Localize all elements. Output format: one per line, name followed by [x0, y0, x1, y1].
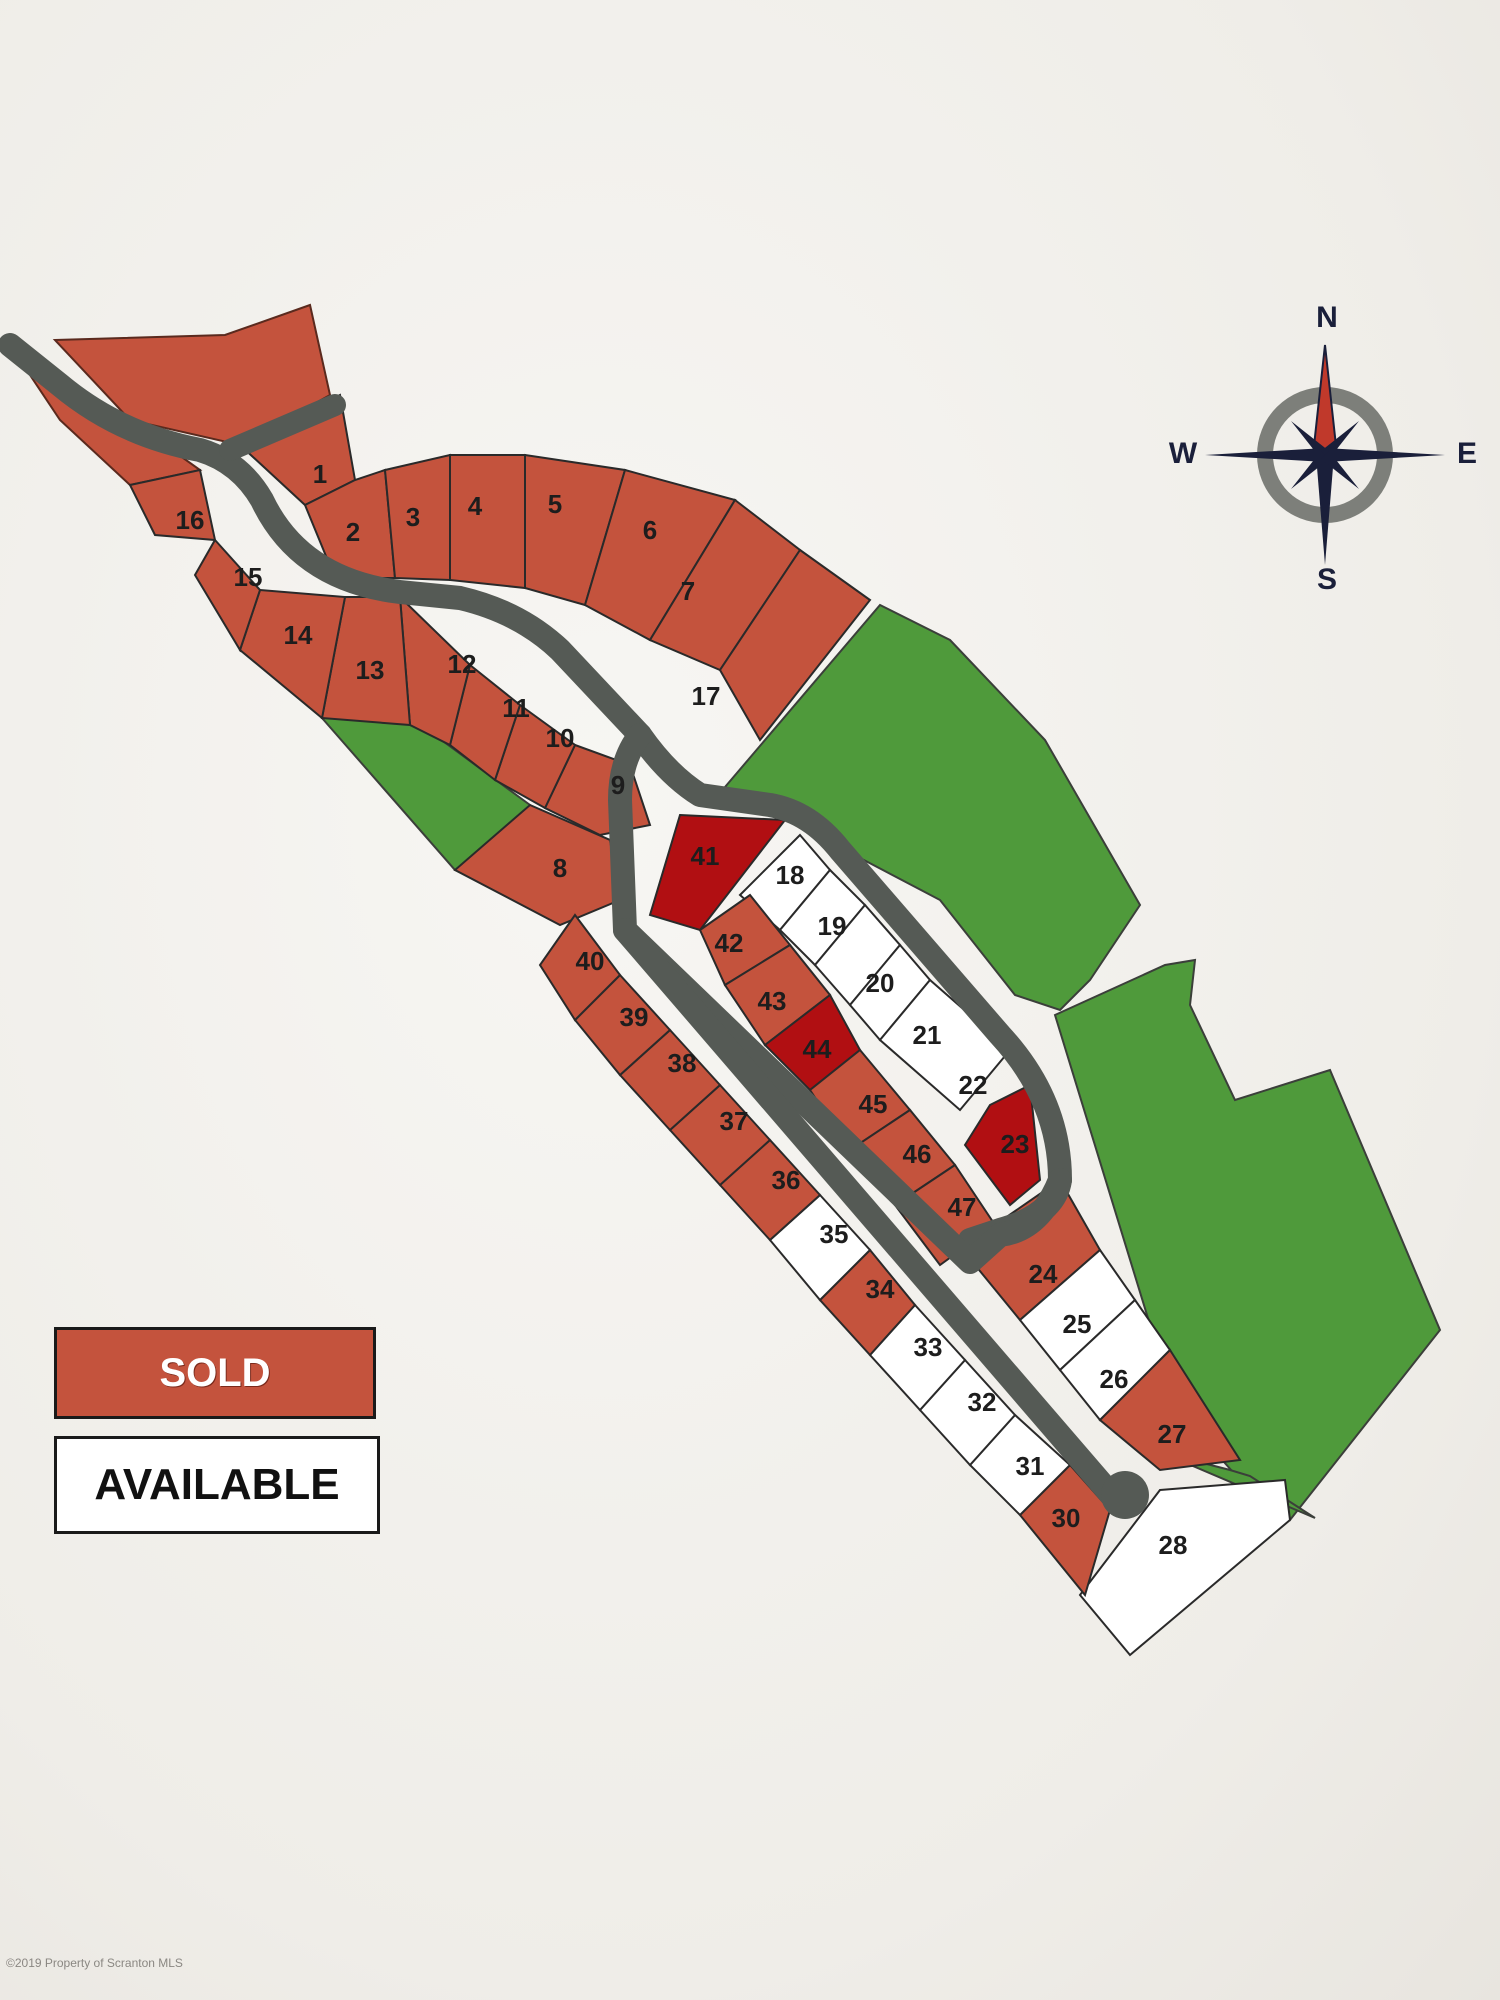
lot-12-label: 12	[448, 649, 477, 679]
lot-1-label: 1	[313, 459, 327, 489]
lot-36-label: 36	[772, 1165, 801, 1195]
lot-44-label: 44	[803, 1034, 832, 1064]
lot-16[interactable]	[128, 468, 217, 542]
open-space-areas	[319, 603, 1442, 1522]
lot-37-label: 37	[720, 1106, 749, 1136]
lot-31-label: 31	[1016, 1451, 1045, 1481]
lot-42-label: 42	[715, 928, 744, 958]
compass-diagonal-icon	[1291, 421, 1329, 459]
lot-14-label: 14	[284, 620, 313, 650]
lot-39-label: 39	[620, 1002, 649, 1032]
lot-19-label: 19	[818, 911, 847, 941]
compass-diagonal-icon	[1291, 451, 1329, 489]
access-road	[219, 394, 346, 461]
lot-43-label: 43	[758, 986, 787, 1016]
lot-7-label: 7	[681, 576, 695, 606]
main-road	[0, 333, 1072, 1252]
lot-10-label: 10	[546, 723, 575, 753]
lot-33-label: 33	[914, 1332, 943, 1362]
legend-sold: SOLD	[54, 1327, 376, 1419]
lot-24-label: 24	[1029, 1259, 1058, 1289]
compass-south-label: S	[1317, 563, 1337, 596]
cul-de-sac	[1101, 1471, 1149, 1519]
lot-21-label: 21	[913, 1020, 942, 1050]
lot-5-label: 5	[548, 489, 562, 519]
lot-9-label: 9	[611, 770, 625, 800]
lot-34-label: 34	[866, 1274, 895, 1304]
watermark: ©2019 Property of Scranton MLS	[6, 1956, 183, 1970]
lot-17[interactable]	[718, 548, 872, 742]
lot-8-label: 8	[553, 853, 567, 883]
lot-30-label: 30	[1052, 1503, 1081, 1533]
lot-40-label: 40	[576, 946, 605, 976]
lot-40[interactable]	[538, 913, 622, 1022]
open-space-parcel	[1053, 958, 1442, 1522]
lot-26-label: 26	[1100, 1364, 1129, 1394]
lot-32-label: 32	[968, 1387, 997, 1417]
lot-15[interactable]	[193, 538, 262, 653]
lot-15-label: 15	[234, 562, 263, 592]
lot-28-label: 28	[1159, 1530, 1188, 1560]
lot-2-label: 2	[346, 517, 360, 547]
lot-6-label: 6	[643, 515, 657, 545]
lot-23-label: 23	[1001, 1129, 1030, 1159]
lot-17-label: 17	[692, 681, 721, 711]
lot-25-label: 25	[1063, 1309, 1092, 1339]
lot-41-label: 41	[691, 841, 720, 871]
lot-28[interactable]	[1078, 1478, 1292, 1657]
compass-diagonal-icon	[1321, 451, 1359, 489]
lot-35-label: 35	[820, 1219, 849, 1249]
lot-46-label: 46	[903, 1139, 932, 1169]
open-space-parcel	[723, 603, 1142, 1012]
lot-45-label: 45	[859, 1089, 888, 1119]
lot-11-label: 11	[502, 693, 530, 723]
lot-13-label: 13	[356, 655, 385, 685]
compass-east-needle-icon	[1325, 448, 1445, 462]
lot-18-label: 18	[776, 860, 805, 890]
compass-east-label: E	[1457, 437, 1477, 470]
lot-38-label: 38	[668, 1048, 697, 1078]
lot-27[interactable]	[1098, 1348, 1242, 1472]
road-layer	[0, 333, 1149, 1519]
lot-22-label: 22	[959, 1070, 988, 1100]
lot-47-label: 47	[948, 1192, 977, 1222]
compass-rose: N S E W	[1169, 301, 1477, 596]
lot-27-label: 27	[1158, 1419, 1187, 1449]
lot-20-label: 20	[866, 968, 895, 998]
lot-3-label: 3	[406, 502, 420, 532]
compass-diagonal-icon	[1321, 421, 1359, 459]
south-road	[613, 918, 1132, 1517]
lot-4[interactable]	[449, 454, 526, 590]
compass-west-needle-icon	[1205, 448, 1325, 462]
compass-north-label: N	[1316, 301, 1338, 334]
lot-4-label: 4	[468, 491, 483, 521]
legend-available: AVAILABLE	[54, 1436, 380, 1534]
compass-south-needle-icon	[1316, 455, 1334, 565]
lot-23[interactable]	[963, 1083, 1042, 1207]
lot-16-label: 16	[176, 505, 205, 535]
loop-road	[608, 723, 1072, 1274]
compass-west-label: W	[1169, 437, 1198, 470]
